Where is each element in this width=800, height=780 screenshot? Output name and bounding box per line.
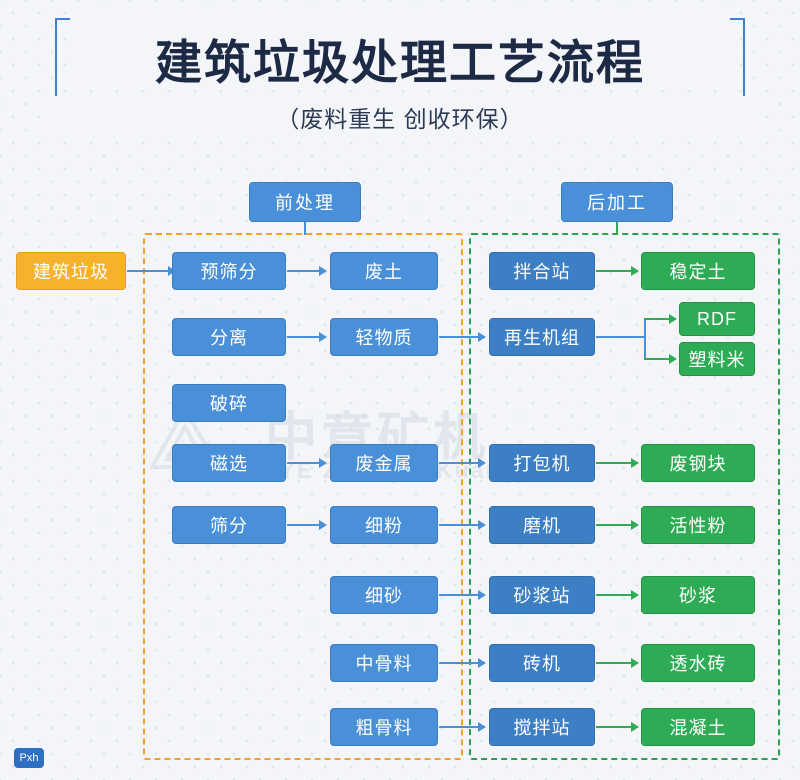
arrow-c1-3-c2-2 (319, 458, 327, 468)
node-input[interactable]: 建筑垃圾 (16, 252, 126, 290)
group-tag-pre: 前处理 (249, 182, 361, 222)
arrow-c3-0-c4-0 (631, 266, 639, 276)
conn-c1-1-c2-1 (287, 336, 320, 338)
node-col3-5[interactable]: 砖机 (489, 644, 595, 682)
conn-c3-4-c4-5 (596, 594, 632, 596)
node-col2-4[interactable]: 细砂 (330, 576, 438, 614)
group-frame-post (469, 233, 780, 760)
group-tag-post: 后加工 (561, 182, 673, 222)
node-col1-4[interactable]: 筛分 (172, 506, 286, 544)
node-col2-3[interactable]: 细粉 (330, 506, 438, 544)
arrow-c1-0-c2-0 (319, 266, 327, 276)
node-col4-4[interactable]: 活性粉 (641, 506, 755, 544)
node-col3-1[interactable]: 再生机组 (489, 318, 595, 356)
conn-c3-6-c4-7 (596, 726, 632, 728)
stem-post (616, 222, 618, 235)
node-col3-4[interactable]: 砂浆站 (489, 576, 595, 614)
title-mask-top (70, 10, 730, 90)
node-col2-0[interactable]: 废土 (330, 252, 438, 290)
node-col4-1[interactable]: RDF (679, 302, 755, 336)
node-col3-2[interactable]: 打包机 (489, 444, 595, 482)
node-col1-0[interactable]: 预筛分 (172, 252, 286, 290)
node-col1-2[interactable]: 破碎 (172, 384, 286, 422)
conn-c2-4-c3-4 (439, 594, 479, 596)
node-col2-6[interactable]: 粗骨料 (330, 708, 438, 746)
node-col3-0[interactable]: 拌合站 (489, 252, 595, 290)
arrow-c3-5-c4-6 (631, 658, 639, 668)
page-title: 建筑垃圾处理工艺流程 (155, 36, 645, 89)
arrow-branch-rdf (669, 314, 677, 324)
conn-c2-1-c3-1 (439, 336, 479, 338)
corner-badge: Pxh (14, 748, 44, 768)
arrow-c2-5-c3-5 (478, 658, 486, 668)
conn-c2-5-c3-5 (439, 662, 479, 664)
arrow-c3-4-c4-5 (631, 590, 639, 600)
conn-c3-1-branch (596, 336, 644, 338)
conn-c3-5-c4-6 (596, 662, 632, 664)
node-col1-1[interactable]: 分离 (172, 318, 286, 356)
conn-c3-2-c4-3 (596, 462, 632, 464)
node-col4-6[interactable]: 透水砖 (641, 644, 755, 682)
node-col2-2[interactable]: 废金属 (330, 444, 438, 482)
conn-branch-vertical (644, 318, 646, 360)
node-col1-3[interactable]: 磁选 (172, 444, 286, 482)
node-col3-6[interactable]: 搅拌站 (489, 708, 595, 746)
node-col4-2[interactable]: 塑料米 (679, 342, 755, 376)
title-mask-bottom (40, 96, 760, 142)
node-col2-5[interactable]: 中骨料 (330, 644, 438, 682)
conn-c1-3-c2-2 (287, 462, 320, 464)
stem-pre (304, 222, 306, 235)
arrow-c2-3-c3-3 (478, 520, 486, 530)
conn-branch-rdf (644, 318, 670, 320)
node-col2-1[interactable]: 轻物质 (330, 318, 438, 356)
conn-c3-0-c4-0 (596, 270, 632, 272)
arrow-c2-6-c3-6 (478, 722, 486, 732)
node-col4-0[interactable]: 稳定土 (641, 252, 755, 290)
node-col3-3[interactable]: 磨机 (489, 506, 595, 544)
arrow-c3-6-c4-7 (631, 722, 639, 732)
arrow-c2-2-c3-2 (478, 458, 486, 468)
arrow-branch-plastic (669, 354, 677, 364)
node-col4-3[interactable]: 废钢块 (641, 444, 755, 482)
arrow-c1-1-c2-1 (319, 332, 327, 342)
conn-c2-2-c3-2 (439, 462, 479, 464)
arrow-c3-2-c4-3 (631, 458, 639, 468)
conn-c2-3-c3-3 (439, 524, 479, 526)
conn-branch-plastic (644, 358, 670, 360)
conn-c1-0-c2-0 (287, 270, 320, 272)
node-col4-5[interactable]: 砂浆 (641, 576, 755, 614)
conn-input-to-col1 (127, 270, 169, 272)
arrow-c2-4-c3-4 (478, 590, 486, 600)
page-subtitle: （废料重生 创收环保） (276, 106, 524, 132)
group-frame-pre (143, 233, 463, 760)
header: 建筑垃圾处理工艺流程 （废料重生 创收环保） (0, 0, 800, 150)
conn-c2-6-c3-6 (439, 726, 479, 728)
conn-c3-3-c4-4 (596, 524, 632, 526)
arrow-c1-4-c2-3 (319, 520, 327, 530)
arrow-c3-3-c4-4 (631, 520, 639, 530)
arrow-c2-1-c3-1 (478, 332, 486, 342)
node-col4-7[interactable]: 混凝土 (641, 708, 755, 746)
conn-c1-4-c2-3 (287, 524, 320, 526)
